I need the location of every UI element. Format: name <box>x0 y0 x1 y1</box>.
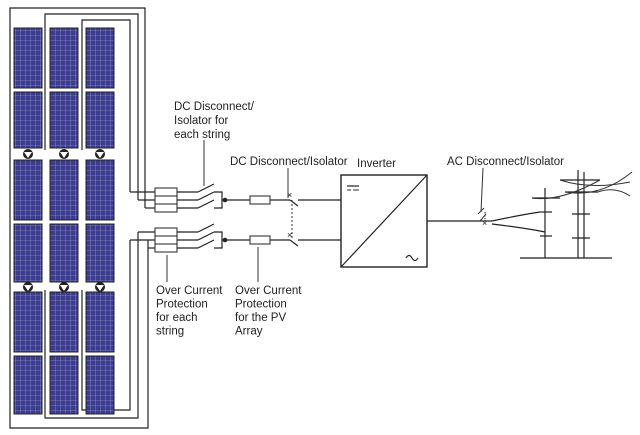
pv-panel <box>13 355 43 415</box>
blocking-diode-icon <box>23 282 33 292</box>
string-protection-top <box>154 183 250 213</box>
ac-wave-symbol <box>405 254 419 262</box>
pv-array <box>13 27 115 415</box>
labels: DC Disconnect/ Isolator for each string … <box>156 101 564 338</box>
blocking-diode-icon <box>95 282 105 292</box>
pv-panel <box>49 159 79 221</box>
pv-panel <box>85 91 115 149</box>
leader-lines <box>166 140 484 282</box>
blocking-diode-icon <box>59 149 69 159</box>
string-fuse <box>154 203 178 213</box>
utility-pole-icon <box>520 170 633 259</box>
inverter-box <box>340 174 428 268</box>
pv-panel <box>13 27 43 89</box>
pv-panel <box>85 27 115 89</box>
pv-panel <box>85 355 115 415</box>
string-protection-bottom <box>154 223 250 253</box>
string-fuse <box>154 187 178 197</box>
pv-panel <box>85 291 115 353</box>
label-dc-disconnect-main: DC Disconnect/Isolator <box>230 156 348 168</box>
string-switch <box>197 191 215 201</box>
blocking-diode-icon <box>23 149 33 159</box>
pv-panel <box>13 223 43 283</box>
svg-text:×: × <box>482 218 487 228</box>
array-fuse-bottom <box>249 235 271 245</box>
label-ac-disconnect: AC Disconnect/Isolator <box>447 156 564 168</box>
pv-panel <box>49 223 79 283</box>
string-fuse <box>154 243 178 253</box>
string-fuse <box>154 227 178 237</box>
pv-panel <box>49 355 79 415</box>
blocking-diode-icon <box>95 149 105 159</box>
string-switch <box>197 231 215 241</box>
blocking-diode-icon <box>59 282 69 292</box>
label-ocp-array: Over Current Protection for the PV Array <box>235 285 305 338</box>
string-fuse <box>154 235 178 245</box>
string-switch <box>197 199 215 209</box>
pv-panel <box>49 291 79 353</box>
svg-text:×: × <box>287 230 292 240</box>
pv-panel <box>85 223 115 283</box>
label-ocp-string: Over Current Protection for each string <box>156 285 226 338</box>
pv-panel <box>13 91 43 149</box>
blocking-diodes <box>23 149 105 292</box>
string-fuse <box>154 195 178 205</box>
pv-panel <box>49 91 79 149</box>
string-switch <box>197 223 215 233</box>
label-dc-disconnect-string: DC Disconnect/ Isolator for each string <box>174 101 257 141</box>
pv-panel <box>13 291 43 353</box>
dc-symbol <box>347 185 359 191</box>
dc-disconnect-main: × × <box>287 190 341 247</box>
array-fuse-top <box>249 195 271 205</box>
ac-disconnect: × <box>475 207 492 228</box>
label-inverter: Inverter <box>357 158 396 170</box>
svg-text:×: × <box>287 190 292 200</box>
pv-panel <box>49 27 79 89</box>
pv-panel <box>13 159 43 221</box>
string-switch <box>197 183 215 193</box>
string-switch <box>197 239 215 249</box>
pv-panel <box>85 159 115 221</box>
